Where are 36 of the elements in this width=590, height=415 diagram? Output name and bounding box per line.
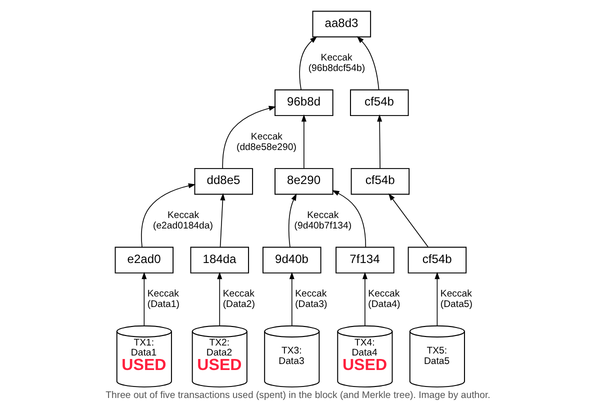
- arrow: [300, 114, 306, 169]
- arrow: [216, 272, 222, 326]
- arrow: [219, 193, 225, 248]
- edge-label: Keccak (e2ad0184da): [152, 210, 212, 232]
- node-box: 9d40b: [262, 246, 321, 274]
- arrow: [332, 190, 366, 248]
- edge-label: Keccak (Data3): [294, 288, 327, 310]
- node-box: cf54b: [407, 246, 466, 274]
- node-box: 96b8d: [274, 89, 333, 116]
- node-box: 184da: [190, 246, 249, 274]
- arrow: [288, 193, 296, 248]
- arrow: [222, 106, 276, 169]
- edge-label: Keccak (Data5): [440, 288, 472, 310]
- edge-label: Keccak (dd8e58e290): [236, 131, 296, 153]
- arrow: [362, 272, 367, 326]
- node-box: dd8e5: [194, 168, 253, 195]
- edge-label: Keccak (96b8dcf54b): [308, 52, 365, 74]
- edge-label: Keccak (Data2): [222, 288, 254, 310]
- node-box: 7f134: [335, 246, 394, 274]
- arrow: [434, 272, 440, 326]
- arrow: [140, 183, 196, 248]
- edge-label: Keccak (Data1): [146, 288, 179, 310]
- arrow: [288, 272, 294, 326]
- node-box: cf54b: [350, 89, 408, 116]
- arrow: [141, 272, 146, 326]
- caption: Three out of five transactions used (spent) in the block (and Merkle tree). Image by author.: [105, 390, 490, 401]
- node-box: e2ad0: [114, 246, 174, 274]
- arrow: [356, 36, 379, 90]
- arrow: [298, 36, 317, 90]
- node-box: 8e290: [274, 168, 333, 195]
- edge-label: Keccak (9d40b7f134): [294, 210, 352, 232]
- arrow: [388, 193, 428, 248]
- node-box: cf54b: [350, 168, 410, 195]
- edge-label: Keccak (Data4): [368, 288, 400, 310]
- arrow: [376, 114, 382, 169]
- node-box: aa8d3: [312, 10, 371, 38]
